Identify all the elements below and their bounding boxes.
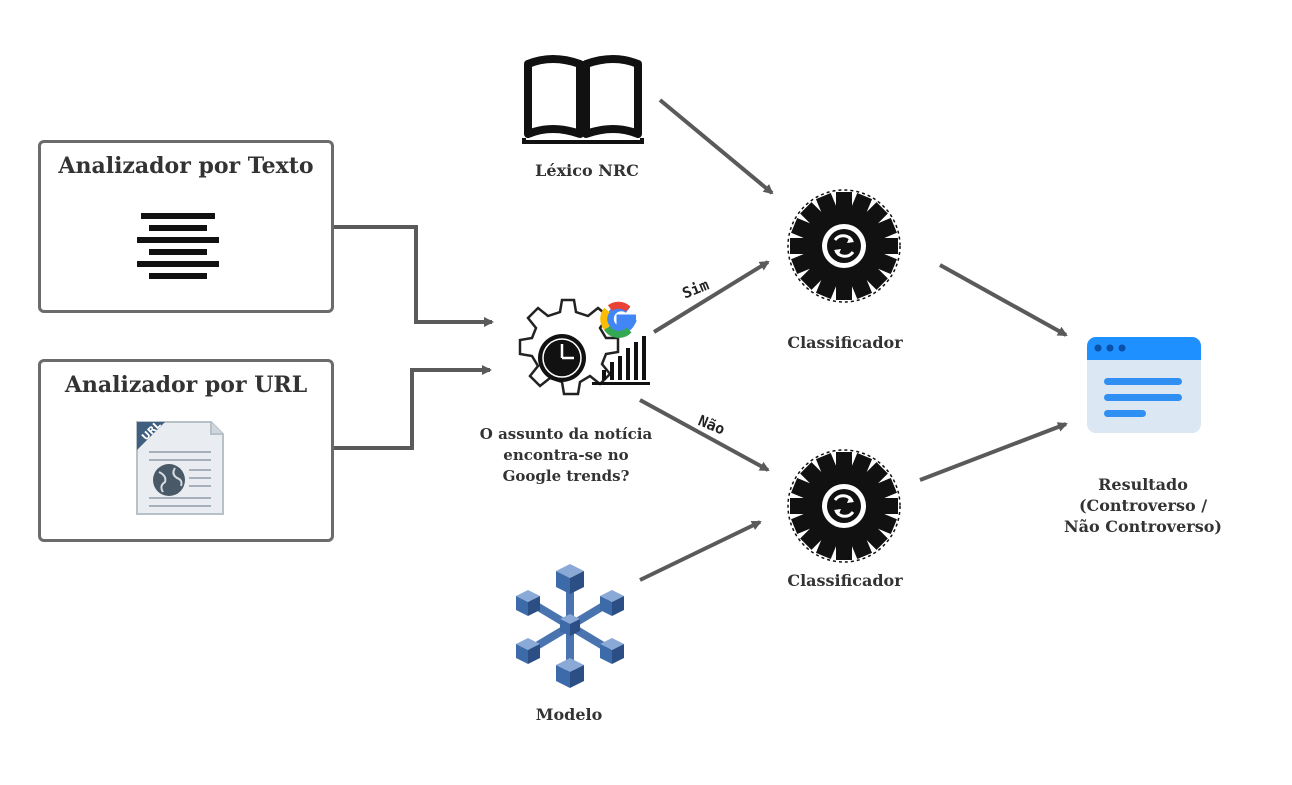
- arrow-classifier-top-to-result: [939, 263, 1068, 337]
- arrow-classifier-bottom-to-result: [919, 422, 1068, 482]
- cube-network-icon: [516, 564, 624, 688]
- browser-window-icon: [1087, 337, 1201, 433]
- lexicon-label: Léxico NRC: [535, 161, 639, 180]
- url-analyzer-title: Analizador por URL: [64, 372, 308, 398]
- arrow-url-to-decision: [334, 365, 492, 450]
- decision-question-line-1: O assunto da notícia: [479, 425, 653, 443]
- classifier-top-label: Classificador: [787, 333, 903, 352]
- decision-question-line-3: Google trends?: [502, 467, 630, 485]
- open-book-icon: [522, 55, 644, 144]
- gear-clock-google-trends-icon: [518, 298, 650, 396]
- url-analyzer-box[interactable]: Analizador por URL URL: [38, 359, 334, 542]
- arrow-lexicon-to-classifier-top: [658, 98, 774, 195]
- result-label-line-1: Resultado: [1098, 475, 1188, 494]
- url-document-globe-icon: URL: [136, 419, 224, 515]
- result-label-line-2: (Controverso /: [1078, 496, 1208, 515]
- text-analyzer-title: Analizador por Texto: [58, 153, 314, 179]
- gear-refresh-icon: [787, 449, 901, 563]
- decision-question: O assunto da notícia encontra-se no Goog…: [466, 424, 666, 487]
- result-label-line-3: Não Controverso): [1064, 517, 1222, 536]
- text-analyzer-box[interactable]: Analizador por Texto: [38, 140, 334, 313]
- result-label: Resultado (Controverso / Não Controverso…: [1040, 474, 1246, 537]
- classifier-bottom-label: Classificador: [787, 571, 903, 590]
- model-label: Modelo: [535, 705, 603, 724]
- align-center-text-icon: [137, 213, 219, 279]
- gear-refresh-icon: [787, 189, 901, 303]
- decision-question-line-2: encontra-se no: [503, 446, 629, 464]
- arrow-decision-to-classifier-top: [652, 260, 770, 334]
- arrow-text-to-decision: [334, 225, 494, 327]
- arrow-decision-to-classifier-bottom: [639, 398, 770, 472]
- arrow-model-to-classifier-bottom: [639, 520, 762, 582]
